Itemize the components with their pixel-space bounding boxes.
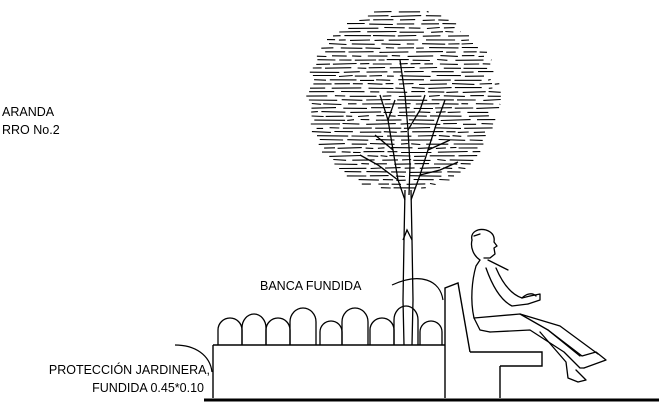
cast-bench (444, 282, 543, 398)
planter-hedge (217, 305, 443, 345)
tree-canopy (306, 11, 501, 189)
label-leaders (174, 278, 444, 373)
planter-box (212, 344, 445, 398)
baranda-label-line2: RRO No.2 (2, 123, 60, 137)
proteccion-label-line2: FUNDIDA 0.45*0.10 (92, 381, 204, 395)
tree-trunk (359, 59, 459, 346)
canopy-hatching (306, 11, 501, 189)
seated-person (470, 228, 607, 383)
baranda-label-line1: ARANDA (2, 105, 55, 119)
proteccion-label-line1: PROTECCIÓN JARDINERA, (49, 362, 210, 377)
banca-label: BANCA FUNDIDA (260, 279, 362, 293)
